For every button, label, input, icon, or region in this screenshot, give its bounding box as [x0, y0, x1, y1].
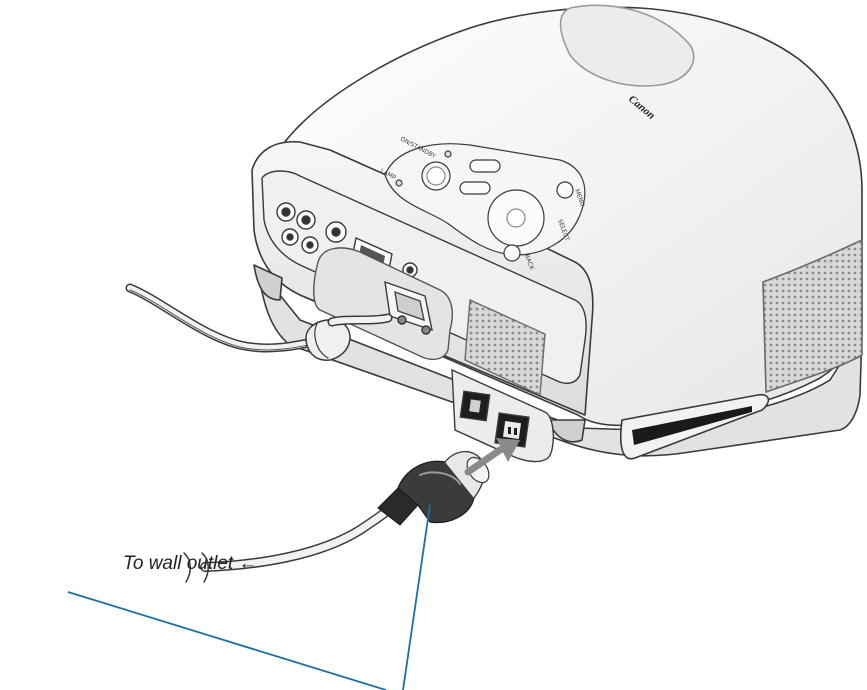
power-section [451, 368, 554, 463]
connector-panel [261, 170, 587, 397]
lamp-indicator [395, 179, 403, 187]
leader-line-left [67, 591, 387, 690]
caption-wall-outlet: To wall outlet ← [123, 553, 257, 575]
caption-arrow-icon: ← [238, 553, 258, 574]
cord-break-right [201, 552, 209, 583]
cord-break-left [183, 552, 191, 583]
cable-cover [313, 247, 453, 361]
ferrite-core [305, 319, 351, 361]
side-vent [762, 239, 863, 393]
leader-line-plug [402, 504, 431, 690]
auto-adjust-button[interactable] [459, 181, 491, 195]
power-cord [183, 451, 490, 583]
lens-housing [559, 4, 695, 87]
rear-vent [464, 298, 546, 397]
source-button[interactable] [469, 159, 501, 173]
caption-text: To wall outlet [123, 553, 234, 574]
signal-cable [125, 283, 393, 361]
menu-button[interactable] [556, 181, 574, 199]
back-button[interactable] [503, 244, 521, 262]
insert-arrow [464, 438, 520, 476]
power-indicator [444, 150, 452, 158]
front-foot-left [253, 264, 283, 301]
control-pad [384, 143, 586, 262]
